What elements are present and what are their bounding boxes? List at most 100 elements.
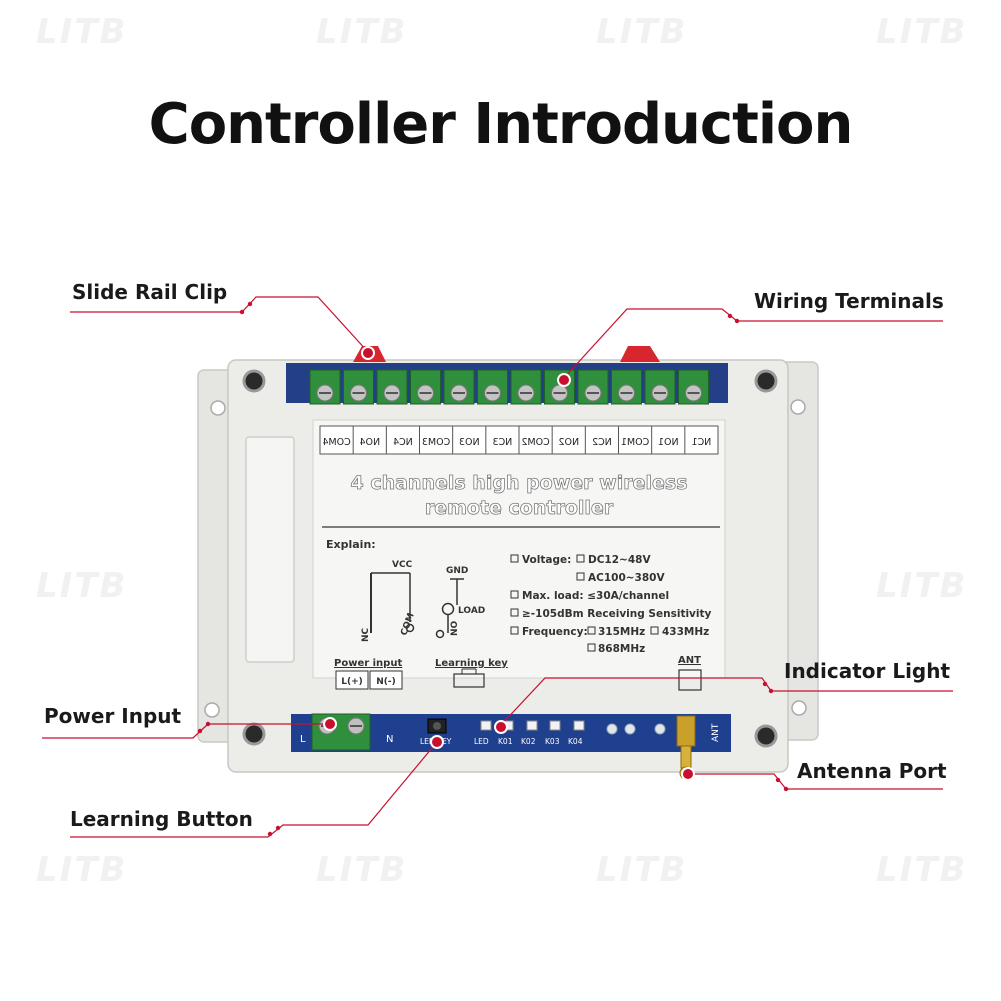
terminal-label: COM2	[521, 437, 549, 448]
terminal-label: COM1	[621, 437, 649, 448]
watermark: LITB	[36, 12, 128, 52]
callout-dot	[205, 721, 211, 727]
gnd-label: GND	[446, 566, 468, 576]
leader-slide-rail	[70, 296, 369, 353]
ant-panel-label: ANT	[678, 655, 701, 666]
pcb-k04: K04	[568, 737, 583, 746]
callout-antenna-port: Antenna Port	[797, 759, 947, 783]
callout-power-input: Power Input	[44, 704, 182, 728]
terminal-label: NC3	[493, 437, 513, 448]
target-wiring-terminals	[557, 373, 571, 387]
terminal-label: NO3	[459, 437, 480, 448]
learning-key-icon	[453, 673, 485, 688]
page-title: Controller Introduction	[148, 92, 854, 157]
callout-wiring-terminals: Wiring Terminals	[754, 289, 944, 313]
case-screw	[754, 724, 778, 748]
callout-learning-button: Learning Button	[70, 807, 253, 831]
spec-voltage-dc: DC12~48V	[588, 554, 651, 566]
target-power-input	[323, 717, 337, 731]
leader-wiring	[563, 308, 943, 379]
relay-com-node	[405, 623, 415, 633]
terminal-label: NC1	[692, 437, 712, 448]
terminal-label: COM4	[322, 437, 350, 448]
target-antenna-port	[681, 767, 695, 781]
pcb-n: N	[386, 734, 393, 745]
slide-rail	[245, 436, 295, 663]
power-l-label: L(+)	[341, 677, 363, 687]
callout-slide-rail-clip: Slide Rail Clip	[72, 280, 228, 304]
rail-clip	[620, 346, 660, 362]
ear-hole	[791, 700, 807, 716]
device-heading-line1: 4 channels high power wireless	[350, 472, 687, 494]
leader-antenna	[688, 773, 943, 790]
explain-label: Explain:	[326, 538, 376, 551]
ear-hole	[790, 399, 806, 415]
load-lamp-icon	[441, 602, 455, 616]
indicator-led	[573, 720, 585, 731]
spec-voltage-ac: AC100~380V	[588, 572, 665, 584]
watermark: LITB	[316, 12, 408, 52]
terminal-label: COM3	[422, 437, 450, 448]
antenna-connector	[676, 715, 696, 747]
callout-dot	[775, 777, 781, 783]
callout-dot	[197, 728, 203, 734]
spec-freq-433: 433MHz	[662, 626, 709, 638]
no-label: NO	[450, 620, 460, 636]
pcb-l: L	[300, 734, 306, 745]
indicator-led	[549, 720, 561, 731]
vcc-label: VCC	[392, 560, 413, 570]
nc-label: NC	[361, 627, 371, 642]
callout-dot	[267, 831, 273, 837]
terminal-label: NC4	[393, 437, 413, 448]
spec-frequency-label: Frequency:	[522, 626, 588, 638]
pcb-k01: K01	[498, 737, 513, 746]
watermark: LITB	[316, 850, 408, 890]
device-heading-line2: remote controller	[425, 497, 614, 519]
terminal-label: NO1	[658, 437, 679, 448]
watermark: LITB	[876, 850, 968, 890]
watermark: LITB	[876, 566, 968, 606]
callout-dot	[239, 309, 245, 315]
watermark: LITB	[876, 12, 968, 52]
spec-voltage-label: Voltage:	[522, 554, 571, 566]
learning-key-label: Learning key	[435, 658, 508, 669]
label-panel	[312, 419, 726, 679]
ant-panel-icon	[678, 669, 702, 691]
callout-dot	[247, 301, 253, 307]
power-n-label: N(-)	[376, 677, 396, 687]
callout-dot	[275, 825, 281, 831]
callout-dot	[762, 681, 768, 687]
spec-max-load: Max. load: ≤30A/channel	[522, 590, 669, 602]
callout-dot	[734, 318, 740, 324]
target-learning-button	[430, 735, 444, 749]
indicator-led	[526, 720, 538, 731]
indicator-led	[480, 720, 492, 731]
leader-learning	[70, 741, 438, 838]
callout-dot	[768, 688, 774, 694]
pcb-led: LED	[474, 737, 489, 746]
target-slide-rail-clip	[361, 346, 375, 360]
terminal-label: NO4	[359, 437, 380, 448]
pcb-k02: K02	[521, 737, 536, 746]
spec-freq-868: 868MHz	[598, 643, 645, 655]
load-label: LOAD	[458, 606, 485, 616]
case-screw	[242, 369, 266, 393]
watermark: LITB	[596, 12, 688, 52]
pcb-k03: K03	[545, 737, 560, 746]
target-indicator-light	[494, 720, 508, 734]
callout-dot	[727, 313, 733, 319]
watermark: LITB	[36, 850, 128, 890]
leader-indicator	[499, 677, 953, 727]
power-input-label: Power input	[334, 658, 402, 669]
watermark: LITB	[596, 850, 688, 890]
case-screw	[242, 722, 266, 746]
callout-indicator-light: Indicator Light	[784, 659, 951, 683]
case-screw	[754, 369, 778, 393]
watermark: LITB	[36, 566, 128, 606]
ear-hole	[210, 400, 226, 416]
terminal-label: NC2	[592, 437, 612, 448]
spec-freq-315: 315MHz	[598, 626, 645, 638]
ear-hole	[204, 702, 220, 718]
callout-dot	[783, 786, 789, 792]
spec-sensitivity: ≥-105dBm Receiving Sensitivity	[522, 608, 712, 620]
